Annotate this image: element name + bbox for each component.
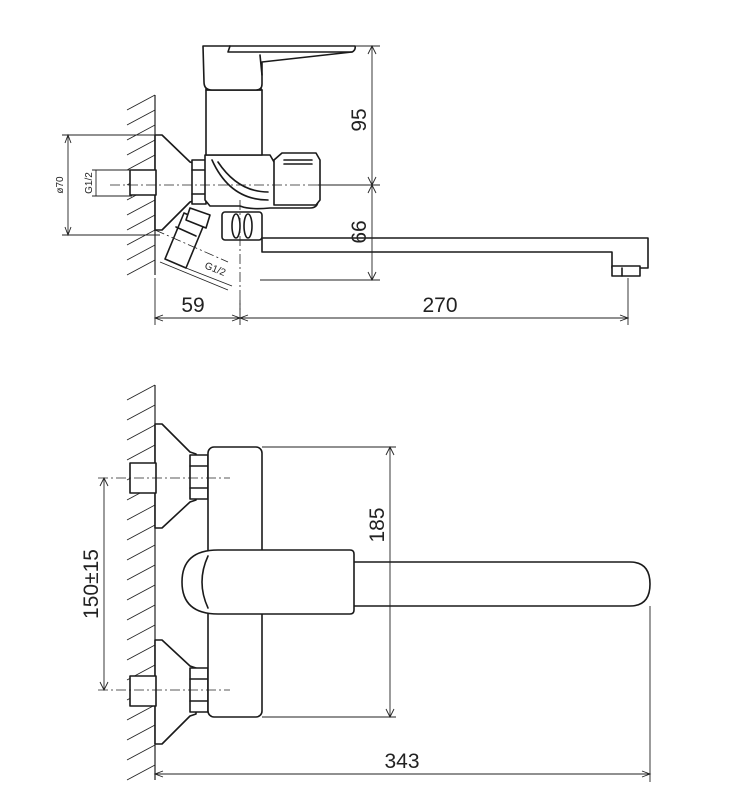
diverter-knob-side [273, 152, 321, 206]
dim-body-height [262, 445, 396, 719]
lever-handle-top [181, 549, 355, 615]
wall-flange-lower [154, 639, 197, 745]
spout-side [261, 237, 649, 269]
spout-collar-side [221, 211, 263, 241]
top-view: 150±15 185 343 [80, 384, 652, 782]
dim-thread-inlet [92, 169, 132, 197]
dim-label-66: 66 [348, 220, 371, 243]
dim-flange-diameter [62, 133, 160, 237]
dim-total-length [153, 606, 652, 782]
connector-nut-upper [189, 454, 209, 500]
inlet-stub-side [129, 169, 157, 196]
side-view: 95 66 ø70 G1/2 G1/2 [55, 44, 649, 325]
dim-thread-outlet [159, 261, 233, 291]
cartridge-column [205, 89, 263, 156]
dim-label-59: 59 [181, 294, 204, 317]
spout-top [261, 561, 651, 607]
dim-label-thread-inlet: G1/2 [84, 172, 95, 194]
dim-inlet-spacing [99, 476, 109, 692]
dim-label-270: 270 [422, 294, 457, 317]
dim-label-343: 343 [384, 750, 419, 773]
aerator-side [611, 265, 641, 277]
inlet-stub-lower [129, 675, 157, 707]
dim-label-185: 185 [366, 507, 389, 542]
dim-vertical-right [260, 44, 380, 282]
connector-nut-side [191, 159, 207, 205]
dim-label-diameter: ø70 [55, 176, 66, 194]
dim-horizontal-top [153, 278, 630, 325]
dim-label-150: 150±15 [80, 549, 103, 619]
dim-label-95: 95 [348, 108, 371, 131]
lever-handle-side [202, 45, 356, 91]
wall-flange-upper [154, 423, 197, 529]
wall-hatch-bottom [126, 384, 156, 781]
